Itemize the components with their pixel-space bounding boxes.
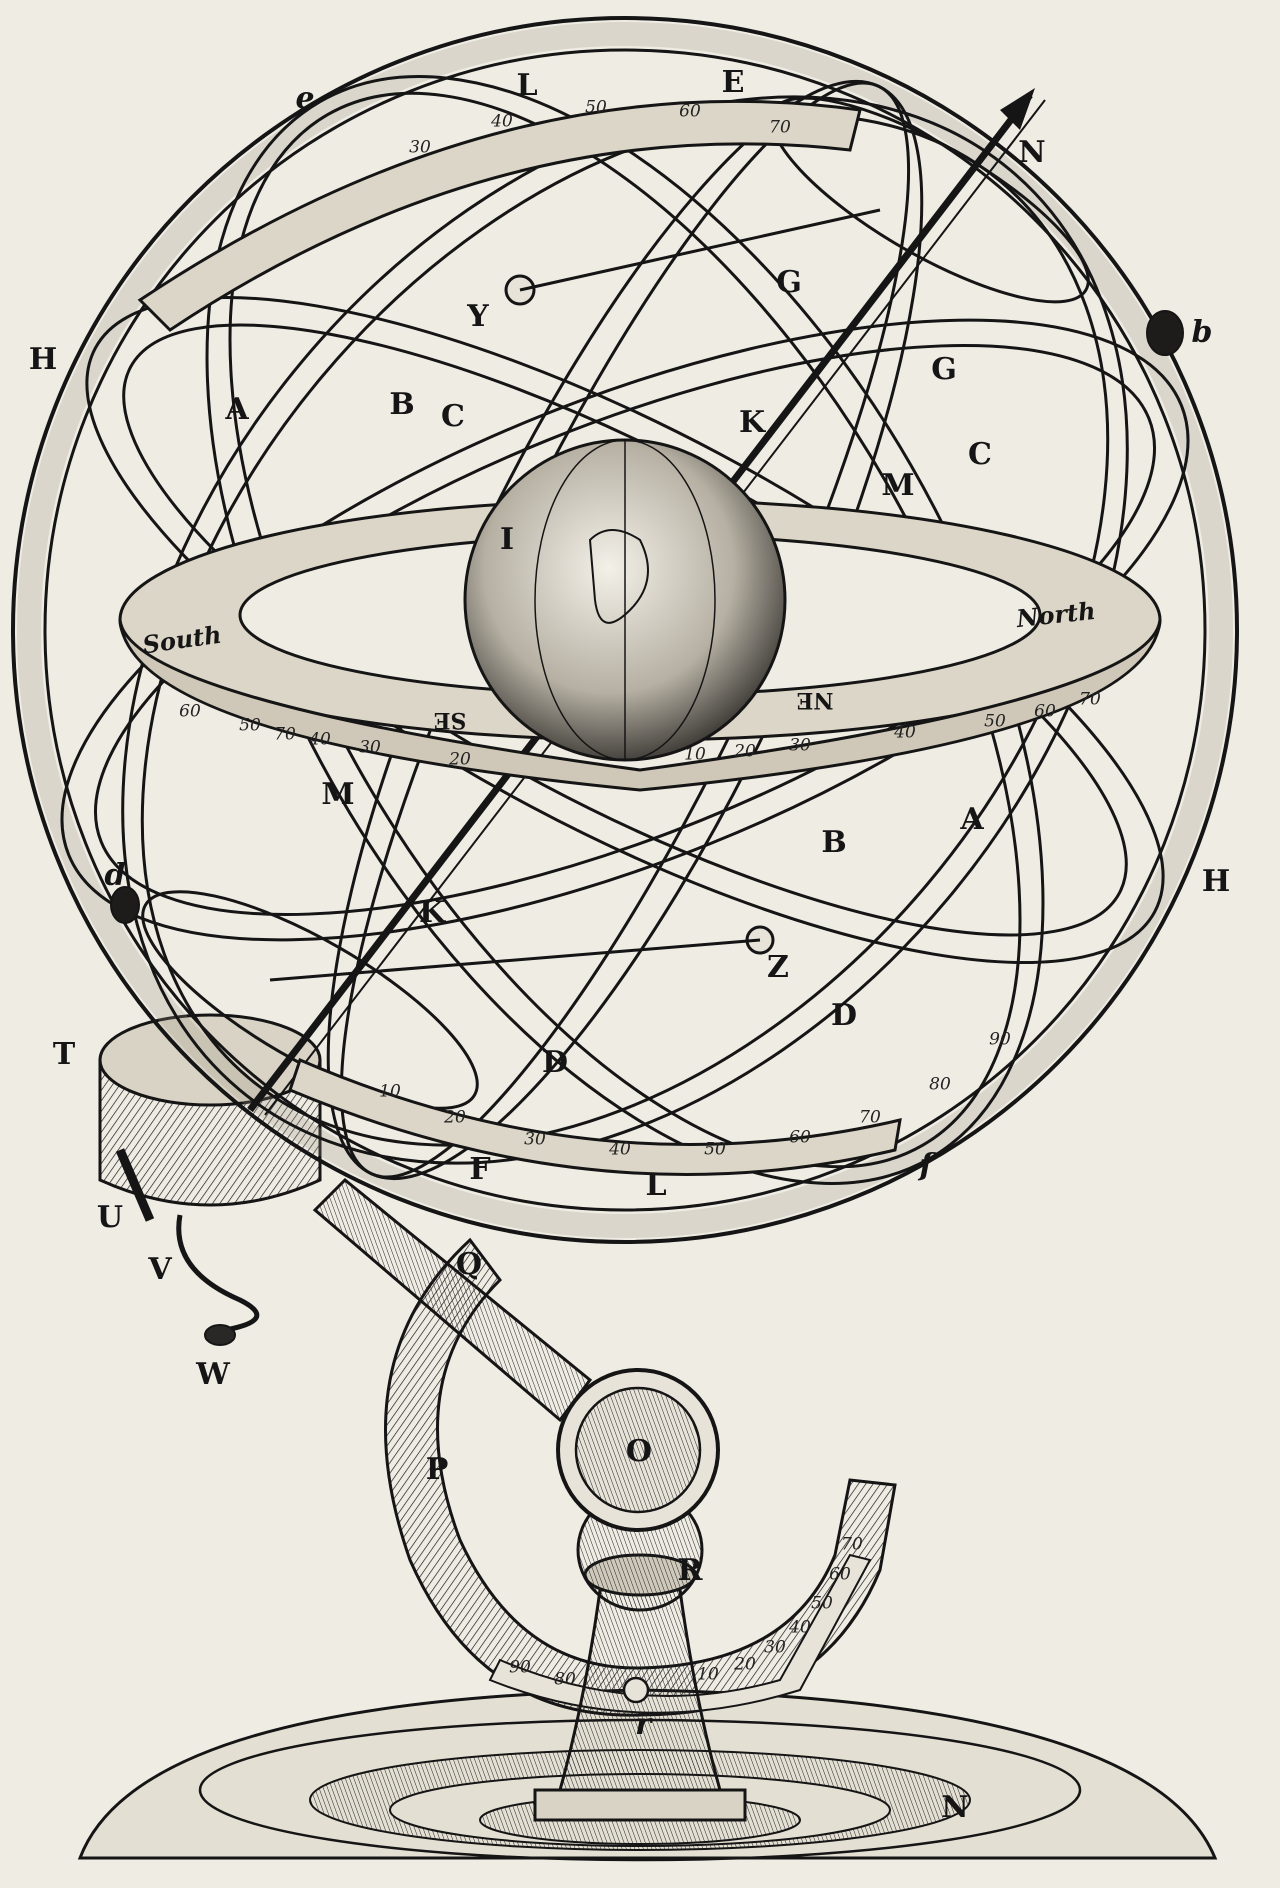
degree-quadrant-50: 50	[811, 1593, 833, 1614]
label-B-left: B	[389, 387, 415, 422]
label-I: I	[499, 522, 515, 557]
degree-top-40: 40	[491, 111, 513, 132]
degree-horizon-40: 40	[894, 722, 916, 743]
degree-quadrant-90: 90	[509, 1657, 531, 1678]
degree-bottom-50: 50	[704, 1139, 726, 1160]
degree-bottom-60: 60	[789, 1127, 811, 1148]
label-L-top: L	[516, 68, 538, 103]
label-W: W	[196, 1357, 230, 1392]
earth-globe	[463, 438, 787, 762]
label-E-top: E	[721, 65, 745, 100]
label-F: F	[469, 1152, 491, 1187]
degree-top-30: 30	[409, 137, 431, 158]
degree-quadrant-10: 10	[697, 1664, 719, 1685]
label-Y: Y	[467, 299, 489, 334]
degree-horizon-60: 60	[1034, 701, 1056, 722]
label-e-top: e	[295, 81, 315, 116]
degree-horizon-10: 10	[684, 744, 706, 765]
label-K-top: K	[738, 405, 766, 440]
meridian-ring	[11, 16, 1239, 1244]
label-N-base: N	[941, 1790, 969, 1825]
label-N-top: N	[1018, 135, 1046, 170]
label-f: f	[919, 1148, 933, 1183]
label-M-right: M	[881, 468, 915, 503]
degree-horizon-left-40: 40	[309, 729, 331, 750]
label-Z: Z	[767, 950, 789, 985]
label-T: T	[52, 1037, 76, 1072]
degree-top-60: 60	[679, 101, 701, 122]
degree-bottom-30: 30	[524, 1129, 546, 1150]
label-C-right: C	[968, 437, 992, 472]
degree-quadrant-30: 30	[764, 1637, 786, 1658]
label-B-right: B	[821, 825, 847, 860]
degree-horizon-30: 30	[789, 735, 811, 756]
degree-bottom-90: 90	[989, 1029, 1011, 1050]
sphere-knobs	[110, 88, 1184, 982]
degree-bottom-10: 10	[379, 1081, 401, 1102]
lower-degree-band	[288, 1057, 902, 1176]
label-L-bottom: L	[645, 1168, 667, 1203]
label-d-left: d	[104, 858, 126, 893]
degree-horizon-left-20: 20	[449, 749, 471, 770]
degree-top-70: 70	[769, 117, 791, 138]
label-H-left: H	[28, 342, 58, 377]
label-D-right: D	[830, 998, 858, 1033]
label-G-2: G	[931, 352, 957, 387]
label-b-right: b	[1191, 315, 1213, 350]
label-SE: SE	[433, 707, 467, 733]
label-R: R	[677, 1553, 703, 1588]
degree-horizon-20: 20	[734, 741, 756, 762]
degree-top-50: 50	[585, 97, 607, 118]
label-NE: NE	[796, 687, 834, 713]
label-Q: Q	[455, 1247, 483, 1282]
label-U: U	[96, 1200, 124, 1235]
label-r: r	[635, 1707, 651, 1742]
degree-quadrant-20: 20	[734, 1654, 756, 1675]
label-V: V	[148, 1252, 172, 1287]
degree-horizon-left-30: 30	[359, 737, 381, 758]
degree-quadrant-80: 80	[554, 1669, 576, 1690]
label-K-bottom: K	[418, 895, 446, 930]
label-C-left: C	[441, 399, 465, 434]
degree-horizon-70: 70	[1079, 689, 1101, 710]
support-arm	[312, 1177, 720, 1532]
degree-quadrant-70: 70	[841, 1534, 863, 1555]
degree-bottom-20: 20	[444, 1107, 466, 1128]
degree-horizon-left-50: 50	[239, 715, 261, 736]
label-A-right: A	[960, 802, 984, 837]
degree-bottom-70: 70	[859, 1107, 881, 1128]
degree-bottom-40: 40	[609, 1139, 631, 1160]
label-D-bottom: D	[541, 1045, 569, 1080]
degree-quadrant-40: 40	[789, 1617, 811, 1638]
degree-horizon-left-60: 60	[179, 701, 201, 722]
label-O: O	[625, 1434, 653, 1469]
label-G-1: G	[776, 265, 802, 300]
degree-quadrant-60: 60	[829, 1564, 851, 1585]
label-H-right: H	[1201, 864, 1231, 899]
label-M-left: M	[321, 777, 355, 812]
label-P: P	[425, 1452, 449, 1487]
degree-horizon-50: 50	[984, 711, 1006, 732]
degree-horizon-left-70: 70	[274, 724, 296, 745]
degree-bottom-80: 80	[929, 1074, 951, 1095]
zodiac-band	[137, 99, 862, 332]
label-A-left: A	[225, 392, 249, 427]
